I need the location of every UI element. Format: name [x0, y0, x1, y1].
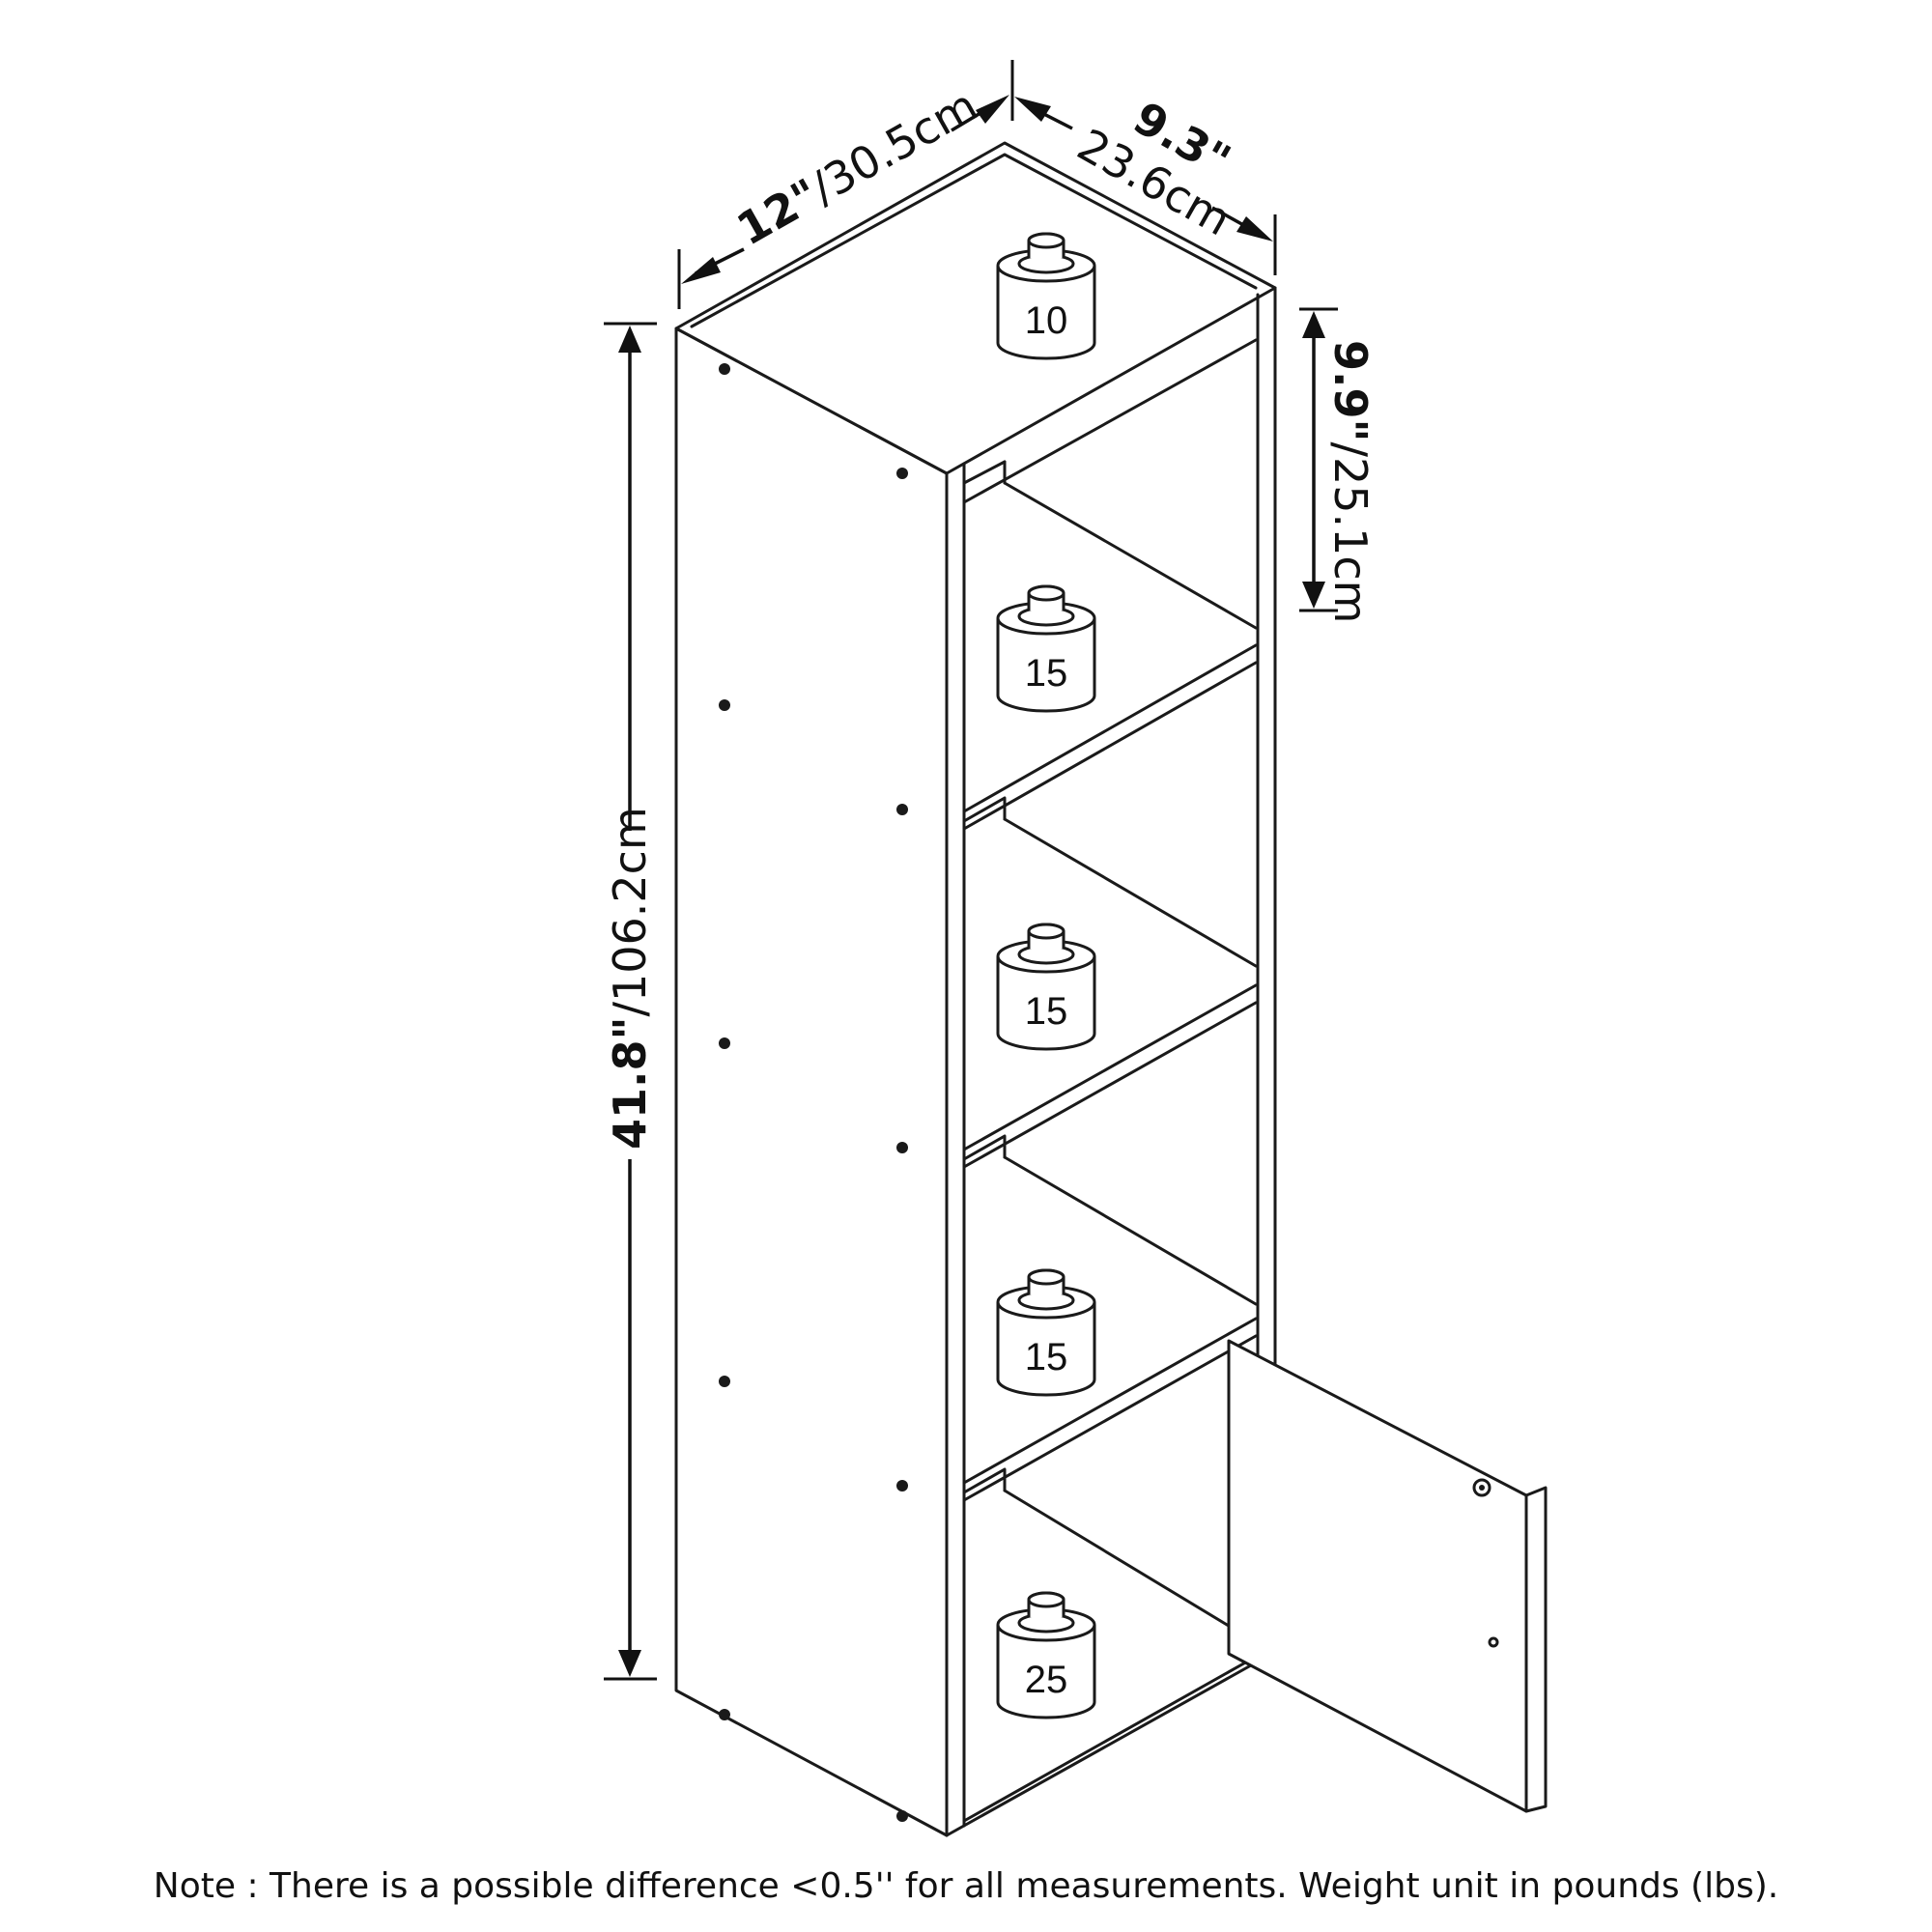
door-knob-icon [1488, 1636, 1499, 1648]
bottom-edge-inner [962, 1655, 1258, 1823]
arrow-head-icon [1302, 311, 1325, 338]
side-panel [674, 327, 949, 1837]
shelf-2 [962, 796, 1258, 1169]
dimension-shelf-gap: 9.9"/25.1cm [1299, 307, 1377, 624]
bottom-edge [945, 1650, 1277, 1837]
door-panel [1227, 1339, 1528, 1813]
arrow-head-icon [618, 1650, 641, 1677]
arrow-head-icon [1014, 97, 1051, 122]
weight-label: 10 [1025, 299, 1068, 342]
arrow-head-icon [1302, 582, 1325, 609]
weight-shelf-4: 15 [996, 1268, 1096, 1397]
shelf-1 [962, 338, 1258, 831]
weight-label: 25 [1025, 1659, 1068, 1701]
weight-label: 15 [1025, 1336, 1068, 1378]
top-panel-edge [690, 153, 1258, 328]
shelf-4 [962, 1467, 1258, 1644]
dimension-height: 41.8"/106.2cm [604, 322, 657, 1681]
weight-icon [996, 232, 1096, 360]
weight-icon [996, 923, 1096, 1051]
arrow-head-icon [618, 326, 641, 353]
weight-bottom: 25 [996, 1591, 1096, 1719]
cabinet-door [1227, 1339, 1548, 1813]
weight-label: 15 [1025, 652, 1068, 695]
weight-shelf-3: 15 [996, 923, 1096, 1051]
weight-label: 15 [1025, 990, 1068, 1033]
dimension-shelf-gap-label: 9.9"/25.1cm [1324, 340, 1377, 624]
weight-top: 10 [996, 232, 1096, 360]
arrow-head-icon [1236, 216, 1273, 242]
weight-icon [996, 1591, 1096, 1719]
cabinet-body [674, 141, 1277, 1837]
shelves [962, 338, 1258, 1644]
shelf-3 [962, 1134, 1258, 1502]
dimension-height-label: 41.8"/106.2cm [604, 807, 656, 1150]
weight-icon [996, 1268, 1096, 1397]
arrow-head-icon [976, 95, 1009, 124]
screw-holes [719, 363, 908, 1822]
measurement-note: Note : There is a possible difference <0… [153, 1866, 1779, 1906]
weight-icon [996, 584, 1096, 713]
weight-shelf-2: 15 [996, 584, 1096, 713]
door-hinge-icon [1472, 1478, 1492, 1497]
arrow-head-icon [681, 257, 721, 284]
